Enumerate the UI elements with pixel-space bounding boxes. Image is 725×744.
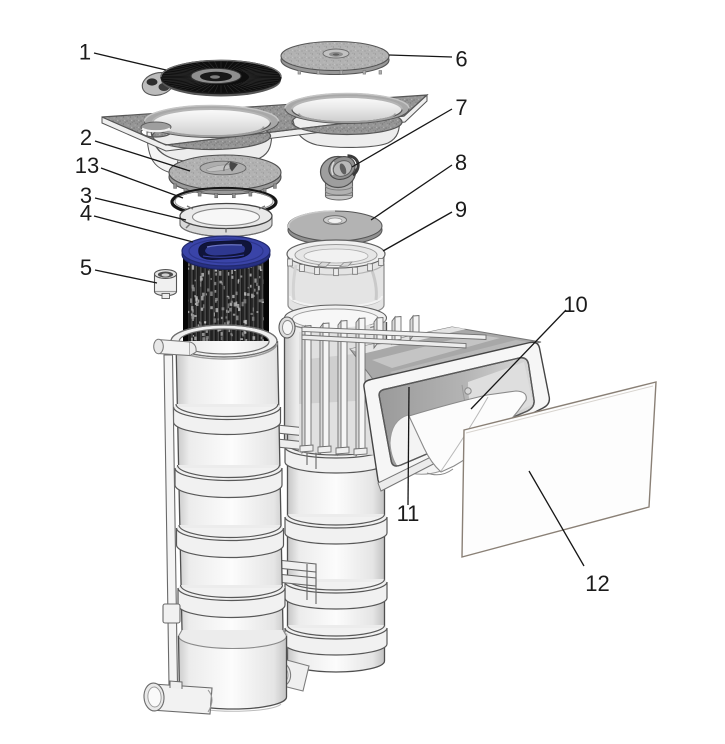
svg-text:11: 11 (397, 501, 420, 526)
svg-text:10: 10 (563, 292, 587, 317)
svg-text:5: 5 (80, 255, 92, 280)
svg-text:8: 8 (455, 150, 467, 175)
svg-text:2: 2 (80, 125, 92, 150)
svg-text:7: 7 (455, 95, 467, 120)
svg-text:12: 12 (585, 571, 609, 596)
svg-text:4: 4 (80, 201, 92, 226)
svg-text:6: 6 (455, 47, 467, 72)
svg-text:3: 3 (80, 183, 92, 208)
svg-text:9: 9 (455, 197, 467, 222)
svg-text:13: 13 (75, 153, 99, 178)
svg-text:1: 1 (79, 40, 91, 65)
